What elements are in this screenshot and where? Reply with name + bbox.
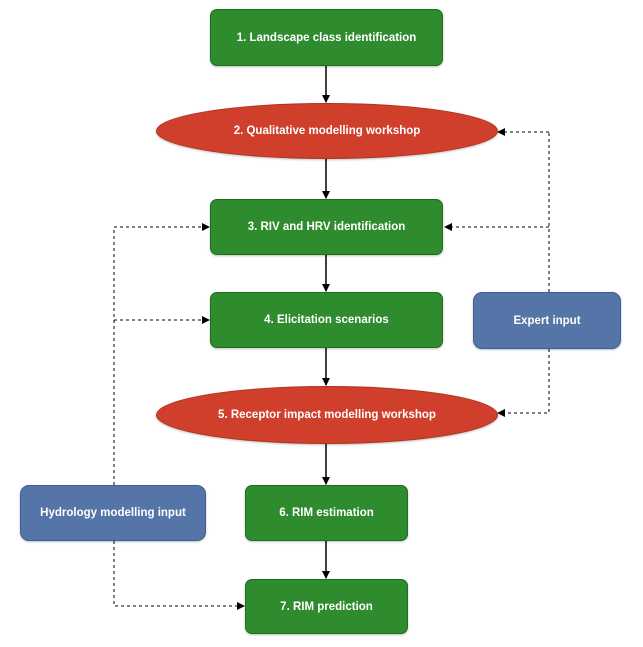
node-landscape-class-identification: 1. Landscape class identification bbox=[210, 9, 443, 66]
node-rim-estimation: 6. RIM estimation bbox=[245, 485, 408, 541]
node-expert-input: Expert input bbox=[473, 292, 621, 349]
dashed-hydrology-to-7 bbox=[113, 541, 245, 610]
node-elicitation-scenarios: 4. Elicitation scenarios bbox=[210, 292, 443, 348]
node-riv-hrv-identification: 3. RIV and HRV identification bbox=[210, 199, 443, 255]
node-receptor-impact-modelling-workshop: 5. Receptor impact modelling workshop bbox=[156, 386, 498, 444]
node-qualitative-modelling-workshop: 2. Qualitative modelling workshop bbox=[156, 103, 498, 159]
dashed-expert-to-5 bbox=[497, 349, 550, 417]
node-hydrology-modelling-input: Hydrology modelling input bbox=[20, 485, 206, 541]
node-rim-prediction: 7. RIM prediction bbox=[245, 579, 408, 634]
